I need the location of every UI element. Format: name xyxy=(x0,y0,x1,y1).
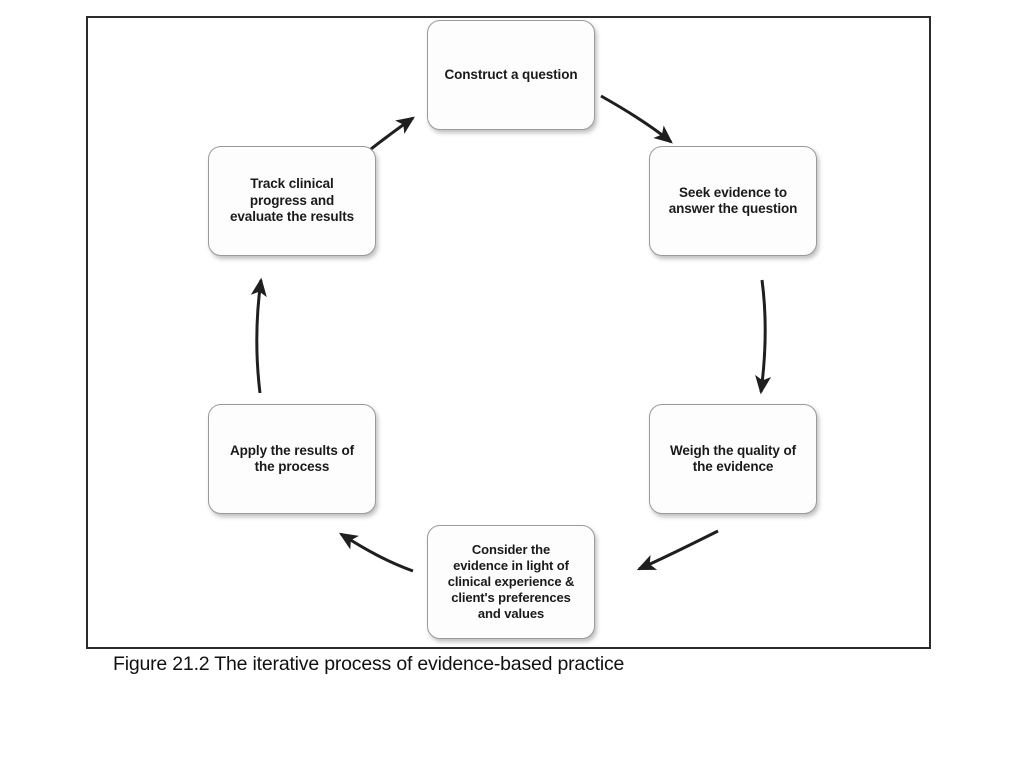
slide-footer: NOVA Comprehensive Perspectives on Child… xyxy=(0,706,1024,768)
process-box-seek-evidence[interactable]: Seek evidence to answer the question xyxy=(649,146,817,256)
process-box-construct-a-question[interactable]: Construct a question xyxy=(427,20,595,130)
process-box-apply-results[interactable]: Apply the results of the process xyxy=(208,404,376,514)
process-box-weigh-quality[interactable]: Weigh the quality of the evidence xyxy=(649,404,817,514)
arrow-weigh-to-consider xyxy=(636,529,719,571)
process-box-consider-evidence[interactable]: Consider the evidence in light of clinic… xyxy=(427,525,595,639)
arrow-construct-to-seek xyxy=(600,94,673,144)
figure-frame: Construct a question Seek evidence to an… xyxy=(86,16,931,649)
arrow-seek-to-weigh xyxy=(755,279,772,395)
arrow-apply-to-track xyxy=(250,277,267,394)
figure-caption: Figure 21.2 The iterative process of evi… xyxy=(113,653,625,675)
arrow-consider-to-apply xyxy=(338,532,414,573)
process-box-track-clinical-progress[interactable]: Track clinical progress and evaluate the… xyxy=(208,146,376,256)
